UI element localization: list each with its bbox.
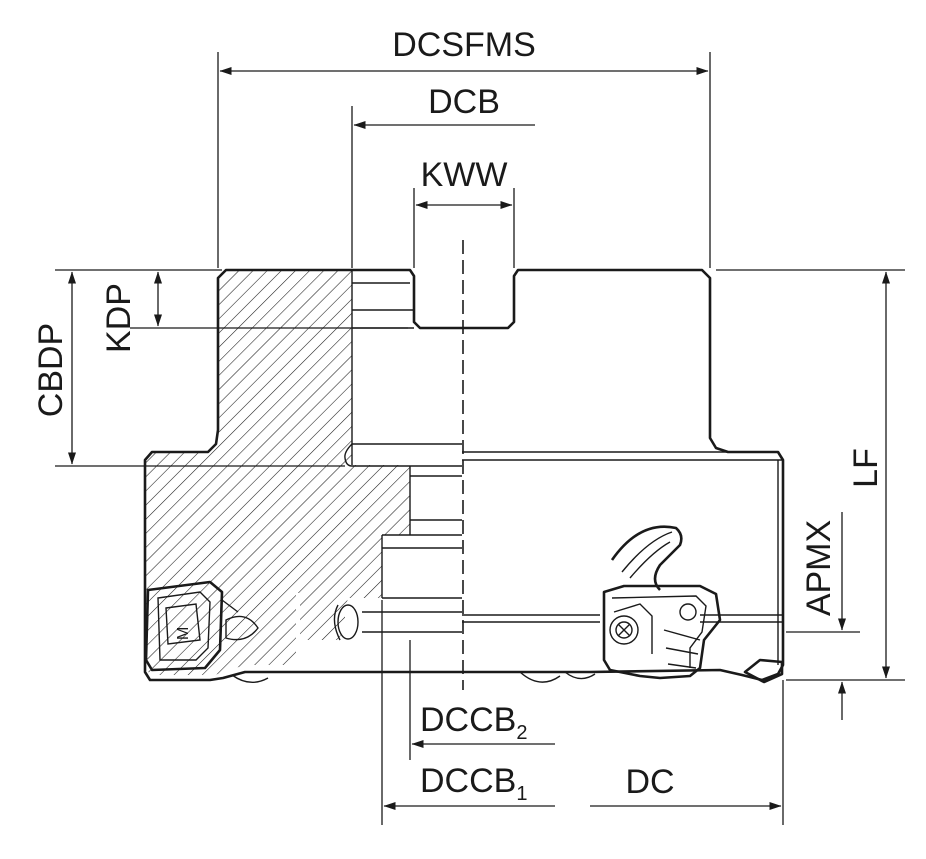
right-insert <box>602 525 722 680</box>
kww-label: KWW <box>421 156 508 194</box>
hatched-section <box>145 270 410 675</box>
lf-label: LF <box>847 448 885 488</box>
dcsfms-label: DCSFMS <box>392 26 536 64</box>
cutter-body: M <box>143 240 785 690</box>
dccb2-label: DCCB2 <box>420 701 527 744</box>
left-insert: M <box>144 580 259 672</box>
cbdp-label: CBDP <box>32 323 70 417</box>
dccb1-label: DCCB1 <box>420 762 527 805</box>
apmx-label: APMX <box>800 520 838 616</box>
dcb-label: DCB <box>428 83 500 121</box>
extension-lines <box>55 52 905 825</box>
kdp-label: KDP <box>100 283 138 353</box>
svg-text:M: M <box>175 627 192 640</box>
dc-label: DC <box>625 763 674 801</box>
